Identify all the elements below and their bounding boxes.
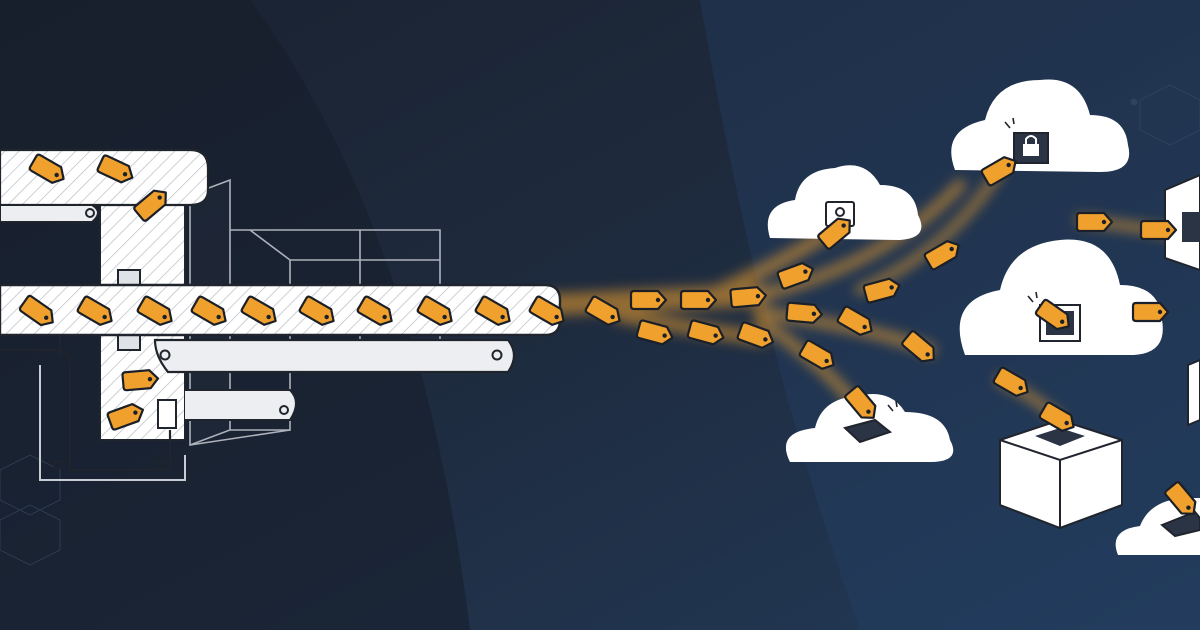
box-icon [1164, 173, 1200, 272]
destinations [767, 79, 1200, 555]
price-tag-icon [629, 289, 668, 311]
price-tag-icon [679, 289, 718, 311]
price-tag-icon [1075, 211, 1114, 233]
box-icon [1187, 358, 1200, 427]
cloud-icon [785, 394, 954, 462]
box-icon [999, 418, 1123, 530]
cloud-icon [951, 79, 1130, 172]
price-tag-icon [1131, 301, 1170, 323]
price-tag-icon [1139, 219, 1178, 241]
hex-decoration [0, 84, 1200, 566]
lock-icon [1023, 135, 1039, 156]
